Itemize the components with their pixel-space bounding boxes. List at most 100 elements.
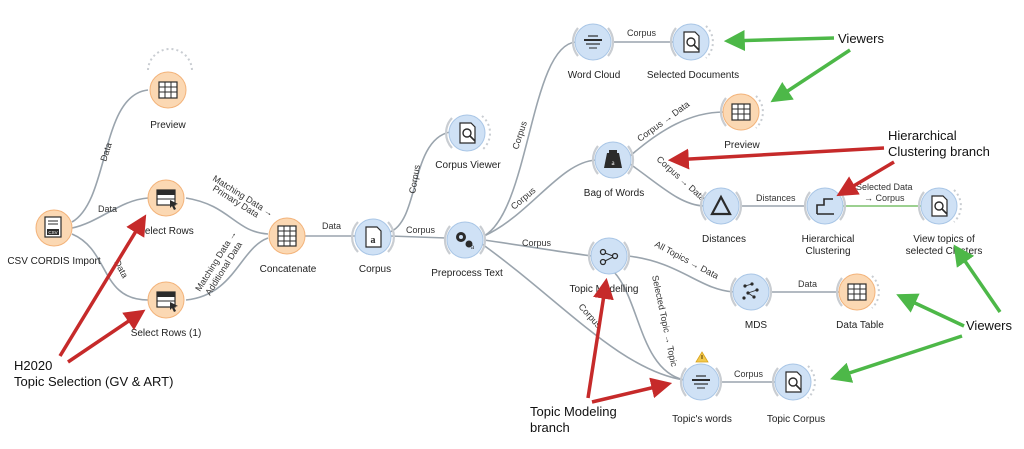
green-arrow — [953, 244, 1002, 313]
edge-label: Corpus → Data — [655, 154, 708, 203]
word-cloud-icon — [692, 375, 710, 389]
node-label: Hierarchical — [802, 234, 855, 245]
node-label: Concatenate — [260, 264, 317, 275]
green-arrow — [770, 48, 851, 103]
word-cloud-icon — [584, 35, 602, 49]
svg-text:a: a — [611, 159, 615, 167]
widget-preview-2[interactable]: Preview — [719, 93, 764, 151]
widget-view-topics[interactable]: View topics of selected Clusters — [906, 187, 983, 257]
table-icon — [847, 283, 867, 301]
csv-file-icon: CSV — [44, 216, 62, 238]
gears-icon: a — [456, 232, 475, 251]
select-rows-icon — [156, 291, 178, 312]
green-arrow — [896, 293, 965, 328]
edge-label: Data — [98, 141, 113, 162]
link-preprocess-topicwords[interactable] — [481, 243, 685, 381]
table-icon — [158, 81, 178, 99]
annotation-tm-branch: branch — [530, 420, 570, 435]
document-search-icon — [683, 31, 700, 53]
link-csv-selectrows[interactable] — [71, 197, 149, 229]
links — [71, 41, 922, 383]
annotation-h2020: Topic Selection (GV & ART) — [14, 374, 173, 389]
link-topic-mds[interactable] — [627, 255, 735, 293]
widget-csv-import[interactable]: CSV CSV CORDIS Import — [7, 209, 101, 267]
widget-word-cloud[interactable]: Word Cloud — [568, 23, 621, 81]
widget-select-rows-1[interactable]: Select Rows (1) — [131, 281, 202, 339]
svg-text:a: a — [371, 235, 376, 246]
edge-label: Corpus — [522, 238, 552, 248]
annotation-arrows — [58, 30, 1002, 404]
topic-network-icon — [599, 248, 619, 266]
node-label: Corpus Viewer — [435, 160, 501, 171]
link-selectrows1-concat[interactable] — [185, 237, 269, 301]
link-bow-preview[interactable] — [629, 111, 725, 157]
delta-icon — [710, 194, 732, 216]
red-arrow — [591, 377, 673, 404]
annotation-viewers-right: Viewers — [966, 318, 1013, 333]
link-preprocess-bow[interactable] — [483, 159, 597, 237]
edge-label: Data — [798, 279, 817, 289]
node-label: Clustering — [805, 246, 850, 257]
dendrogram-icon — [816, 198, 834, 215]
annotation-hier-branch: Hierarchical — [888, 128, 957, 143]
table-icon — [731, 103, 751, 121]
link-corpus-viewer[interactable] — [389, 131, 451, 233]
widget-topics-words[interactable]: Topic's words — [672, 351, 732, 425]
edge-label: Corpus — [407, 164, 422, 195]
widget-distances[interactable]: Distances — [699, 187, 746, 245]
widget-select-rows[interactable]: Select Rows — [138, 179, 194, 237]
widget-corpus[interactable]: a Corpus — [351, 218, 395, 275]
link-corpus-preprocess[interactable] — [389, 235, 447, 239]
link-csv-preview[interactable] — [71, 89, 149, 223]
widget-selected-documents[interactable]: Selected Documents — [647, 23, 739, 81]
annotation-hier-branch: Clustering branch — [888, 144, 990, 159]
edge-label: Corpus — [406, 225, 436, 235]
red-arrow — [836, 160, 895, 197]
red-arrow — [67, 309, 146, 364]
widget-mds[interactable]: MDS — [729, 273, 773, 331]
node-label: Topic Corpus — [767, 414, 825, 425]
link-preprocess-topic[interactable] — [483, 239, 593, 257]
node-label: Preview — [150, 120, 186, 131]
link-csv-selectrows1[interactable] — [71, 233, 149, 301]
svg-text:CSV: CSV — [48, 230, 57, 235]
node-label: CSV CORDIS Import — [7, 256, 101, 267]
edge-label: Selected Data — [856, 182, 913, 192]
widget-topic-corpus[interactable]: Topic Corpus — [767, 363, 825, 425]
node-label: selected Clusters — [906, 246, 983, 257]
node-label: Bag of Words — [584, 188, 644, 199]
warning-icon[interactable] — [695, 351, 709, 363]
link-selectrows-concat[interactable] — [185, 197, 269, 235]
select-rows-icon — [156, 189, 178, 210]
widget-concatenate[interactable]: Concatenate — [260, 217, 317, 275]
annotation-viewers-top: Viewers — [838, 31, 885, 46]
annotation-tm-branch: Topic Modeling — [530, 404, 617, 419]
widget-hierarchical-clustering[interactable]: Hierarchical Clustering — [802, 187, 855, 257]
node-label: Distances — [702, 234, 746, 245]
node-label: Data Table — [836, 320, 884, 331]
node-label: Corpus — [359, 264, 391, 275]
edge-labels: Data Data Data Matching Data → Primary D… — [98, 28, 913, 379]
widget-data-table[interactable]: Data Table — [835, 273, 884, 331]
widget-preview-1[interactable]: Preview — [147, 48, 194, 131]
edge-label: Distances — [756, 193, 796, 203]
edge-label: Selected Topic → Topic — [650, 274, 679, 368]
red-arrow — [58, 214, 147, 357]
document-search-icon — [459, 122, 476, 144]
link-topic-topicwords[interactable] — [613, 271, 685, 381]
node-label: Selected Documents — [647, 70, 739, 81]
link-bow-distances[interactable] — [629, 163, 705, 207]
document-search-icon — [785, 371, 802, 393]
document-a-icon: a — [365, 226, 382, 248]
widget-preprocess-text[interactable]: a Preprocess Text — [431, 221, 503, 279]
node-label: MDS — [745, 320, 768, 331]
annotation-h2020: H2020 — [14, 358, 52, 373]
link-preprocess-wordcloud[interactable] — [483, 41, 577, 237]
widget-corpus-viewer[interactable]: Corpus Viewer — [435, 114, 501, 171]
red-arrow — [586, 277, 614, 399]
green-arrow — [723, 30, 835, 52]
annotations: Viewers Hierarchical Clustering branch V… — [14, 31, 1013, 435]
red-arrow — [667, 146, 885, 170]
widget-bag-of-words[interactable]: a Bag of Words — [584, 141, 644, 199]
